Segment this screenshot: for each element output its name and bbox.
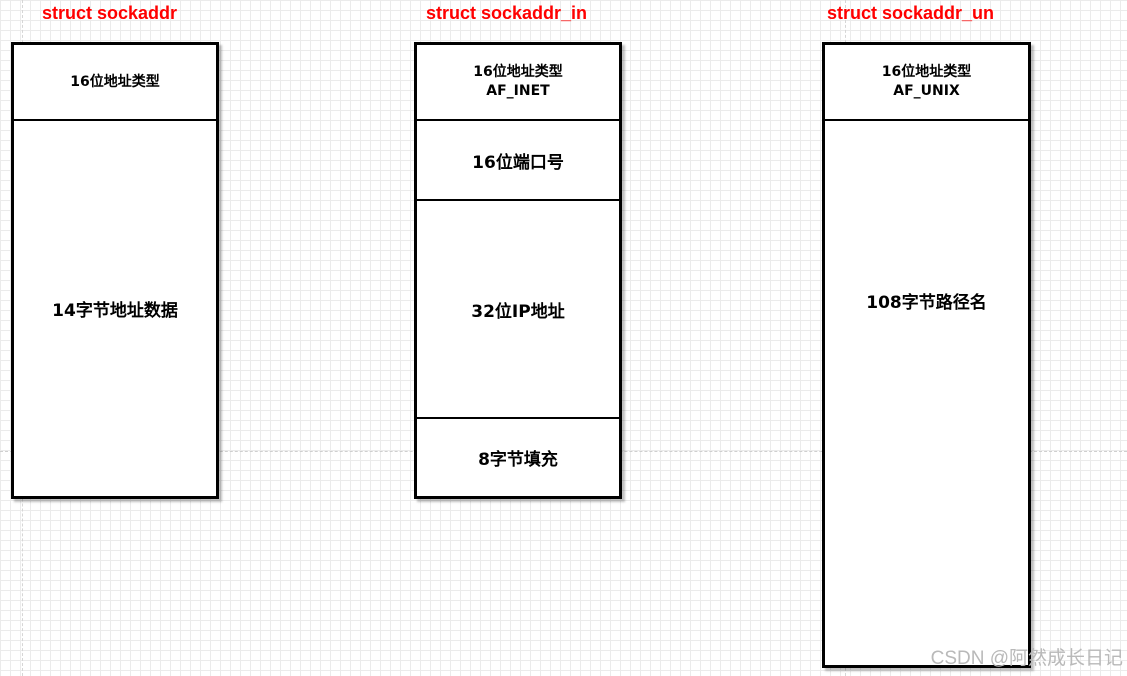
sockaddr-data-field: 14字节地址数据 [14, 119, 216, 496]
sockaddr-un-path-field: 108字节路径名 [825, 119, 1028, 479]
field-label: 32位IP地址 [471, 301, 565, 322]
field-value: AF_INET [486, 83, 550, 99]
field-label: 16位地址类型 [473, 64, 563, 80]
field-label: 108字节路径名 [866, 292, 987, 313]
watermark: CSDN @阿然成长日记 [930, 648, 1123, 669]
struct-sockaddr-un-title: struct sockaddr_un [827, 3, 995, 23]
struct-sockaddr-title: struct sockaddr [42, 3, 178, 23]
field-label: 8字节填充 [478, 450, 558, 470]
field-label: 16位地址类型 [881, 64, 972, 80]
field-label: 16位端口号 [472, 152, 564, 173]
field-label: 16位地址类型 [70, 73, 160, 90]
field-label: 14字节地址数据 [52, 301, 178, 321]
field-value: AF_UNIX [893, 83, 960, 99]
struct-sockaddr-un-box: 16位地址类型 AF_UNIX 108字节路径名 [822, 42, 1031, 668]
sockaddr-un-family-field: 16位地址类型 AF_UNIX [825, 45, 1028, 119]
struct-sockaddr-in-box: 16位地址类型 AF_INET 16位端口号 32位IP地址 8字节填充 [414, 42, 622, 499]
sockaddr-family-field: 16位地址类型 [14, 45, 216, 119]
sockaddr-in-padding-field: 8字节填充 [417, 417, 619, 496]
sockaddr-in-address-field: 32位IP地址 [417, 199, 619, 417]
sockaddr-in-family-field: 16位地址类型 AF_INET [417, 45, 619, 119]
sockaddr-in-port-field: 16位端口号 [417, 119, 619, 199]
struct-sockaddr-box: 16位地址类型 14字节地址数据 [11, 42, 219, 499]
struct-sockaddr-in-title: struct sockaddr_in [426, 3, 588, 23]
